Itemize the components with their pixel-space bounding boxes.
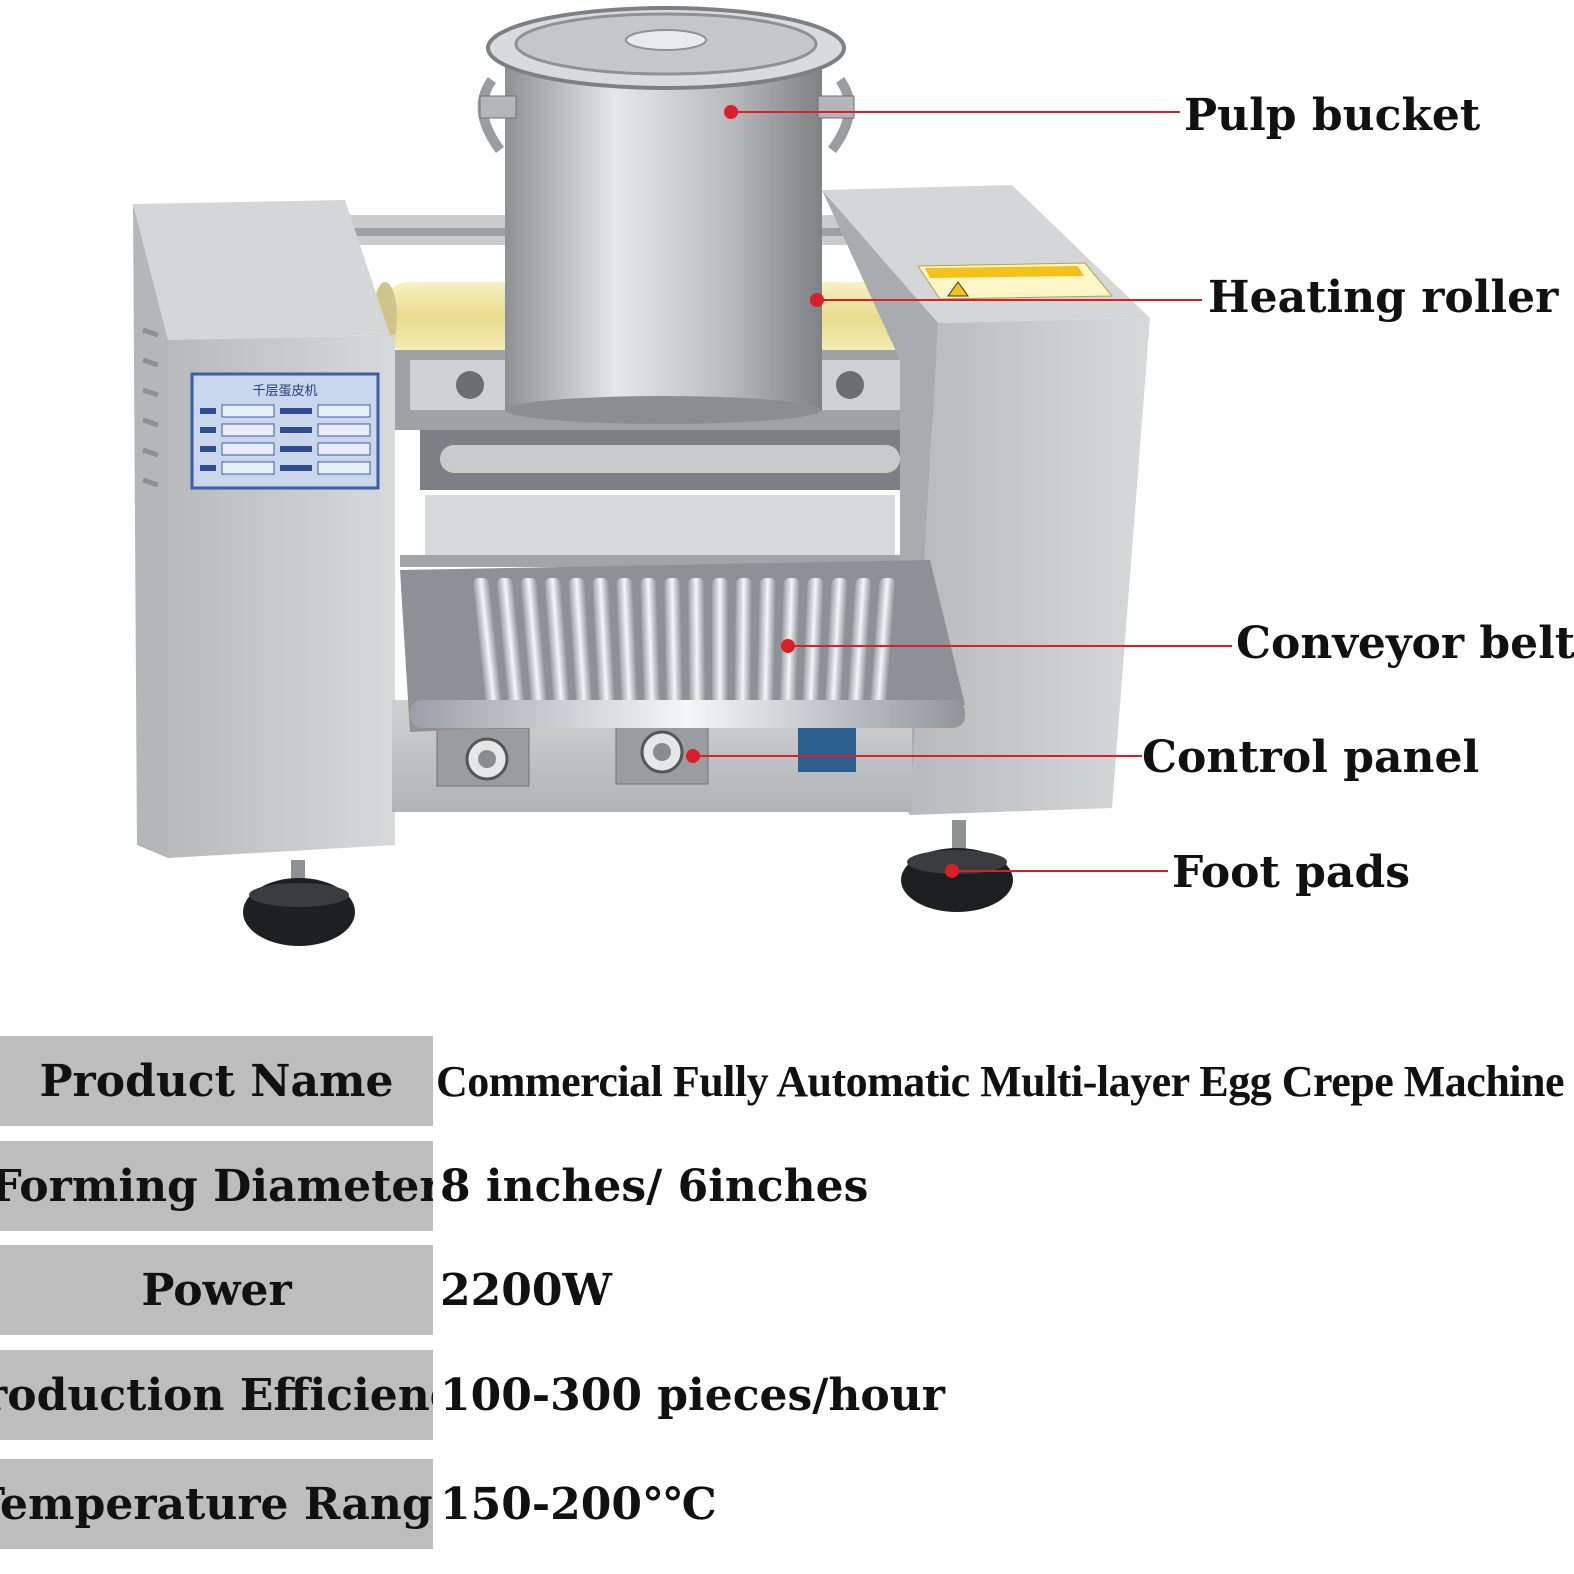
spec-row-power: Power 2200W bbox=[0, 1245, 1574, 1335]
conveyor-belt bbox=[400, 560, 965, 732]
spec-label: Power bbox=[0, 1245, 433, 1335]
belt-bar bbox=[847, 578, 872, 718]
belt-bar bbox=[824, 578, 848, 718]
belt-bar bbox=[640, 578, 661, 718]
spec-value: 100-300 pieces/hour bbox=[440, 1369, 945, 1421]
spec-plate: 千层蛋皮机 bbox=[190, 372, 380, 490]
callout-control-panel: Control panel bbox=[1142, 732, 1480, 783]
spec-label: Production Efficiency bbox=[0, 1350, 433, 1440]
callout-foot-pads: Foot pads bbox=[1172, 847, 1410, 898]
callout-conveyor-belt: Conveyor belt bbox=[1236, 618, 1574, 669]
spec-label: Product Name bbox=[0, 1036, 433, 1126]
foot-pads bbox=[243, 820, 1013, 946]
belt-bar bbox=[592, 578, 616, 718]
machine-illustration: 千层蛋皮机 bbox=[133, 6, 1232, 946]
spec-plate-title: 千层蛋皮机 bbox=[252, 384, 317, 399]
belt-bar bbox=[568, 578, 593, 718]
callout-heating-roller: Heating roller bbox=[1208, 272, 1559, 323]
belt-bar bbox=[712, 578, 728, 718]
belt-bar bbox=[497, 578, 526, 718]
spec-value: 8 inches/ 6inches bbox=[440, 1160, 869, 1212]
belt-bar bbox=[869, 578, 896, 718]
spec-label: Temperature Range bbox=[0, 1459, 433, 1549]
spec-value: Commercial Fully Automatic Multi-layer E… bbox=[436, 1056, 1565, 1106]
spec-value: 2200W bbox=[440, 1264, 612, 1316]
callout-pulp-bucket: Pulp bucket bbox=[1184, 90, 1481, 141]
spec-row-forming-diameter: Forming Diameter 8 inches/ 6inches bbox=[0, 1141, 1574, 1231]
belt-bar bbox=[757, 578, 776, 718]
spec-row-product-name: Product Name Commercial Fully Automatic … bbox=[0, 1036, 1574, 1126]
warning-label bbox=[917, 262, 1114, 300]
pulp-bucket bbox=[477, 6, 855, 424]
belt-bar bbox=[616, 578, 638, 718]
callout-pointers bbox=[686, 105, 1232, 878]
belt-bar bbox=[734, 578, 752, 718]
spec-row-temperature-range: Temperature Range 150-200°℃ bbox=[0, 1459, 1574, 1549]
spec-row-production-efficiency: Production Efficiency 100-300 pieces/hou… bbox=[0, 1350, 1574, 1440]
spec-label: Forming Diameter bbox=[0, 1141, 433, 1231]
belt-bar bbox=[802, 578, 824, 718]
belt-bar bbox=[688, 578, 706, 718]
left-housing: 千层蛋皮机 bbox=[133, 200, 395, 858]
belt-bar bbox=[521, 578, 548, 718]
belt-bar bbox=[544, 578, 571, 718]
belt-bar bbox=[664, 578, 683, 718]
belt-bar bbox=[473, 578, 503, 718]
spec-value: 150-200°℃ bbox=[440, 1478, 717, 1530]
